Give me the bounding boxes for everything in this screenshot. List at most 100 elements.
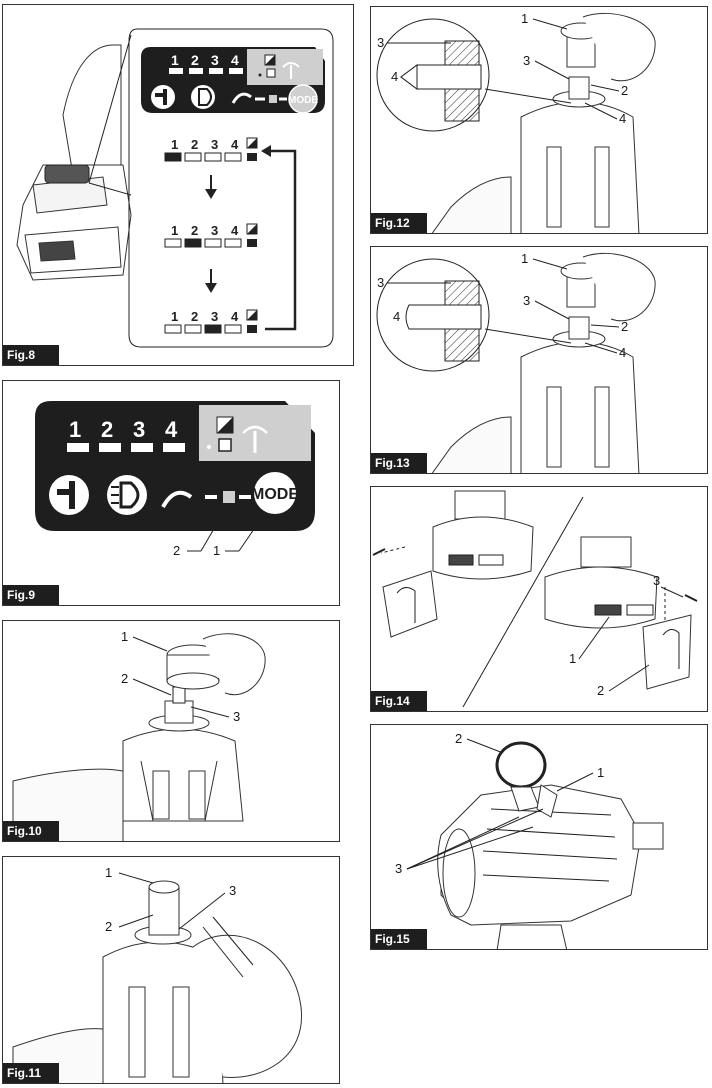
fig10-callout-1: 1 [121,629,128,644]
fig14-label: Fig.14 [371,691,427,711]
svg-text:4: 4 [231,309,239,324]
figure-11: 1 2 3 Fig.11 [2,856,340,1084]
fig8-state-1: 1 2 3 4 [164,137,258,162]
fig14-right-tool [544,536,698,690]
fig8-label: Fig.8 [3,345,59,365]
svg-text:2: 2 [191,137,198,152]
svg-text:3: 3 [211,223,218,238]
fig15-callout-2: 2 [455,731,462,746]
svg-text:2: 2 [191,223,198,238]
fig13-callout-3a: 3 [377,275,384,290]
fig12-callout-2: 2 [621,83,628,98]
fig9-digit-1: 1 [69,417,81,442]
fig8-mode-sequence: 1 2 3 4 1 2 3 4 [164,137,297,334]
fig14-illustration: 3 1 2 [372,490,698,708]
fig9-digit-3: 3 [133,417,145,442]
fig13-callout-1: 1 [521,251,528,266]
fig12-callout-4a: 4 [391,69,398,84]
fig8-speed-icon [231,92,252,104]
fig8-digit-2: 2 [191,52,199,68]
figure-8: 1 2 3 4 MODE [2,4,354,366]
fig11-callout-1: 1 [105,865,112,880]
fig9-mode-label: MODE [251,486,299,503]
fig8-digit-3: 3 [211,52,219,68]
fig11-label: Fig.11 [3,1063,59,1083]
fig9-label: Fig.9 [3,585,59,605]
fig10-tool-sketch [12,633,266,841]
fig12-label: Fig.12 [371,213,427,233]
fig14-callout-2: 2 [597,683,604,698]
svg-text:1: 1 [171,137,178,152]
svg-text:3: 3 [211,309,218,324]
fig14-callout-1: 1 [569,651,576,666]
fig13-illustration: 1 3 3 4 2 4 [376,251,656,473]
fig15-callout-3: 3 [395,861,402,876]
fig13-detail-circle [376,258,490,372]
fig9-speed-icon [161,490,193,509]
fig12-callout-3a: 3 [377,35,384,50]
fig13-callout-4b: 4 [619,345,626,360]
fig15-callout-1: 1 [597,765,604,780]
figure-10: 1 2 3 Fig.10 [2,620,340,842]
fig15-label: Fig.15 [371,929,427,949]
fig12-callout-4b: 4 [619,111,626,126]
fig15-tool-sketch [437,741,664,949]
fig9-callout-1: 1 [213,543,220,558]
fig12-detail [400,40,482,122]
fig12-illustration: 1 3 3 4 2 4 [376,11,656,233]
figure-14: 3 1 2 Fig.14 [370,486,708,712]
fig13-detail [405,280,482,362]
svg-text:4: 4 [231,137,239,152]
figure-9: 1 2 3 4 MO [2,380,340,606]
fig9-illustration: 1 2 3 4 MO [35,401,315,558]
fig10-label: Fig.10 [3,821,59,841]
fig8-mode-button-icon [288,84,318,114]
fig8-state-2: 1 2 3 4 [164,223,258,248]
fig9-assist-mode-icon [207,416,268,453]
figure-15: 2 1 3 Fig.15 [370,724,708,950]
fig13-tool-sketch [431,253,656,473]
fig8-assist-mode-icon [258,54,300,79]
svg-text:4: 4 [231,223,239,238]
fig12-callout-3b: 3 [523,53,530,68]
fig12-tool-sketch [431,13,656,233]
fig8-tool-sketch [16,34,132,281]
fig8-digit-1: 1 [171,52,179,68]
fig11-callout-3: 3 [229,883,236,898]
fig8-segment-leds: 1 2 3 4 [169,52,243,74]
svg-text:2: 2 [191,309,198,324]
fig8-digit-4: 4 [231,52,239,68]
fig8-arrow-down-1-icon [205,189,217,199]
fig11-illustration: 1 2 3 [12,865,302,1083]
fig11-tool-sketch [12,880,302,1083]
figure-13: 1 3 3 4 2 4 Fig.13 [370,246,708,474]
svg-text:1: 1 [171,223,178,238]
fig11-callout-2: 2 [105,919,112,934]
fig9-control-panel: 1 2 3 4 MO [35,401,315,531]
fig12-callout-1: 1 [521,11,528,26]
fig10-callout-2: 2 [121,671,128,686]
fig8-control-panel: 1 2 3 4 MODE [141,47,325,114]
fig8-state-3: 1 2 3 4 [164,309,258,334]
fig13-callout-2: 2 [621,319,628,334]
svg-text:3: 3 [211,137,218,152]
fig8-illustration: 1 2 3 4 MODE [16,28,334,348]
figure-12: 1 3 3 4 2 4 Fig.12 [370,6,708,234]
fig9-light-icon [107,475,147,515]
fig15-illustration: 2 1 3 [395,731,664,949]
fig8-loop-arrow-icon [261,145,271,157]
fig15-ring-icon [495,741,547,789]
fig13-label: Fig.13 [371,453,427,473]
fig9-indicator-lamp [223,491,235,503]
fig9-digit-4: 4 [165,417,178,442]
fig9-mode-button [252,470,298,516]
fig8-arrow-down-2-icon [205,283,217,293]
fig14-left-tool [372,490,534,638]
fig9-digit-2: 2 [101,417,113,442]
fig10-callout-3: 3 [233,709,240,724]
fig12-detail-circle [376,18,490,132]
svg-text:1: 1 [171,309,178,324]
fig9-callout-2: 2 [173,543,180,558]
fig10-illustration: 1 2 3 [12,629,266,841]
fig8-mode-label: MODE [288,95,318,106]
